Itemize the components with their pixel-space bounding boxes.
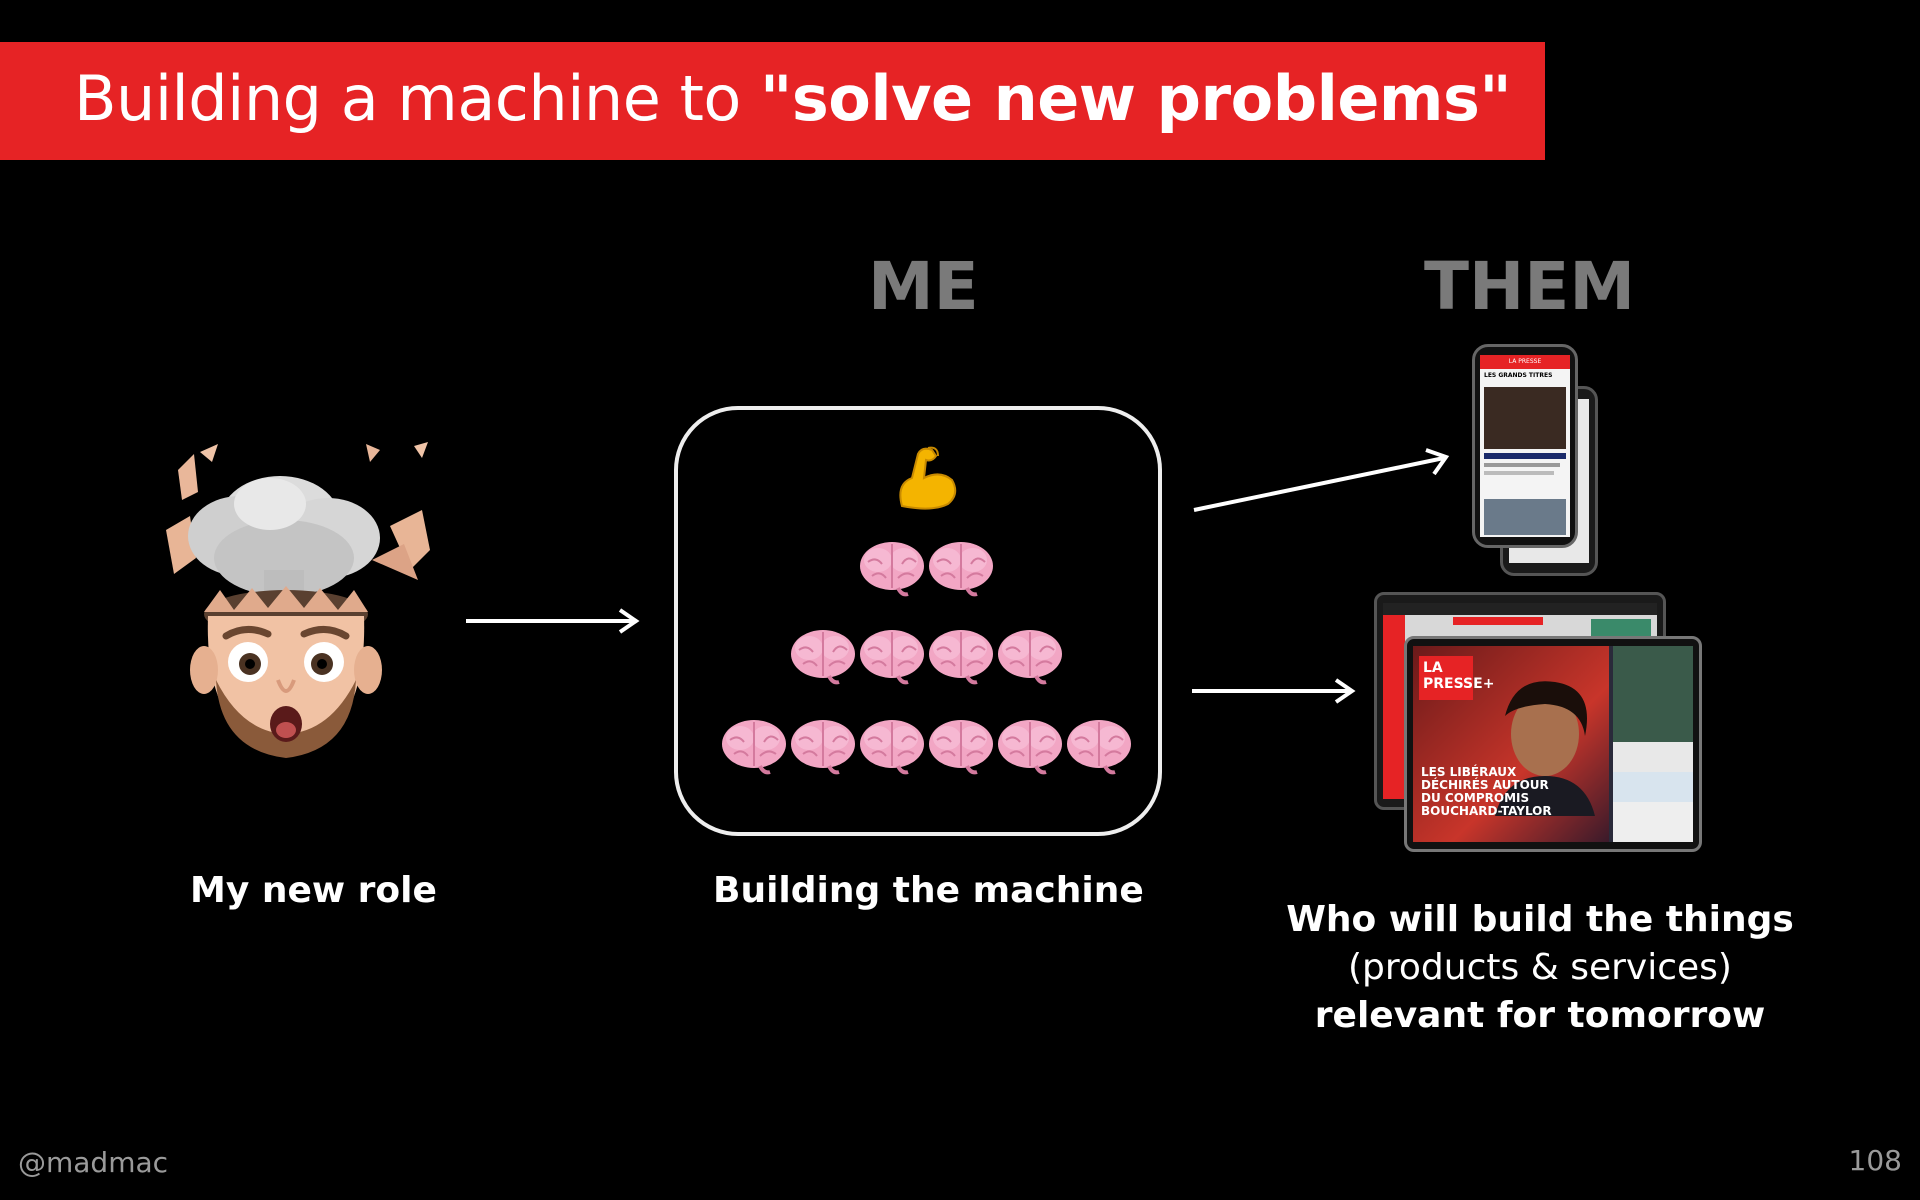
- brain-icon: [859, 720, 924, 775]
- brain-icon: [928, 630, 993, 685]
- slide-title: Building a machine to "solve new problem…: [74, 60, 1512, 138]
- title-bar: Building a machine to "solve new problem…: [0, 42, 1545, 160]
- brain-icon: [790, 630, 855, 685]
- title-emphasis: "solve new problems": [760, 62, 1512, 135]
- tablet-headline-4: BOUCHARD-TAYLOR: [1421, 804, 1552, 818]
- tablet-headline-3: DU COMPROMIS: [1421, 791, 1530, 805]
- heading-them: THEM: [1424, 248, 1636, 325]
- machine-box: [674, 406, 1162, 836]
- phone-app-label: LA PRESSE: [1480, 355, 1570, 369]
- tablet-logo-line1: LA: [1423, 660, 1443, 676]
- exploding-head-memoji-icon: [166, 442, 430, 758]
- brain-icon: [790, 720, 855, 775]
- tablet-headline: LES LIBÉRAUX DÉCHIRÉS AUTOUR DU COMPROMI…: [1421, 766, 1561, 818]
- brain-icon: [997, 630, 1062, 685]
- caption-building-machine: Building the machine: [713, 870, 1144, 911]
- footer-handle: @madmac: [18, 1146, 169, 1179]
- tablet-headline-1: LES LIBÉRAUX: [1421, 765, 1517, 779]
- brain-icon: [859, 542, 924, 597]
- arrow-right-icon: [1193, 448, 1450, 512]
- caption-them-line2: (products & services): [1348, 947, 1732, 988]
- caption-them: Who will build the things (products & se…: [1260, 896, 1820, 1040]
- page-number: 108: [1848, 1144, 1902, 1177]
- tablet-icon: LA PRESSE+ LES LIBÉRAUX DÉCHIRÉS AUTOUR …: [1404, 636, 1702, 852]
- title-prefix: Building a machine to: [74, 62, 761, 135]
- caption-my-new-role: My new role: [190, 870, 437, 911]
- arrow-right-icon: [1192, 678, 1356, 704]
- brain-icon: [997, 720, 1062, 775]
- smartphone-icon: LA PRESSE LES GRANDS TITRES: [1472, 344, 1578, 548]
- flexed-biceps-icon: [899, 446, 957, 510]
- arrow-right-icon: [466, 608, 640, 634]
- caption-them-line3: relevant for tomorrow: [1314, 995, 1766, 1036]
- phone-section: LES GRANDS TITRES: [1484, 372, 1553, 379]
- brain-icon: [721, 720, 786, 775]
- brain-icon: [859, 630, 924, 685]
- tablet-headline-2: DÉCHIRÉS AUTOUR: [1421, 778, 1549, 792]
- tablet-logo: LA PRESSE+: [1419, 656, 1495, 700]
- brain-icon: [928, 720, 993, 775]
- caption-them-line1: Who will build the things: [1286, 899, 1794, 940]
- heading-me: ME: [868, 248, 979, 325]
- brain-icon: [1066, 720, 1131, 775]
- tablet-logo-line2: PRESSE+: [1423, 676, 1495, 692]
- brain-icon: [928, 542, 993, 597]
